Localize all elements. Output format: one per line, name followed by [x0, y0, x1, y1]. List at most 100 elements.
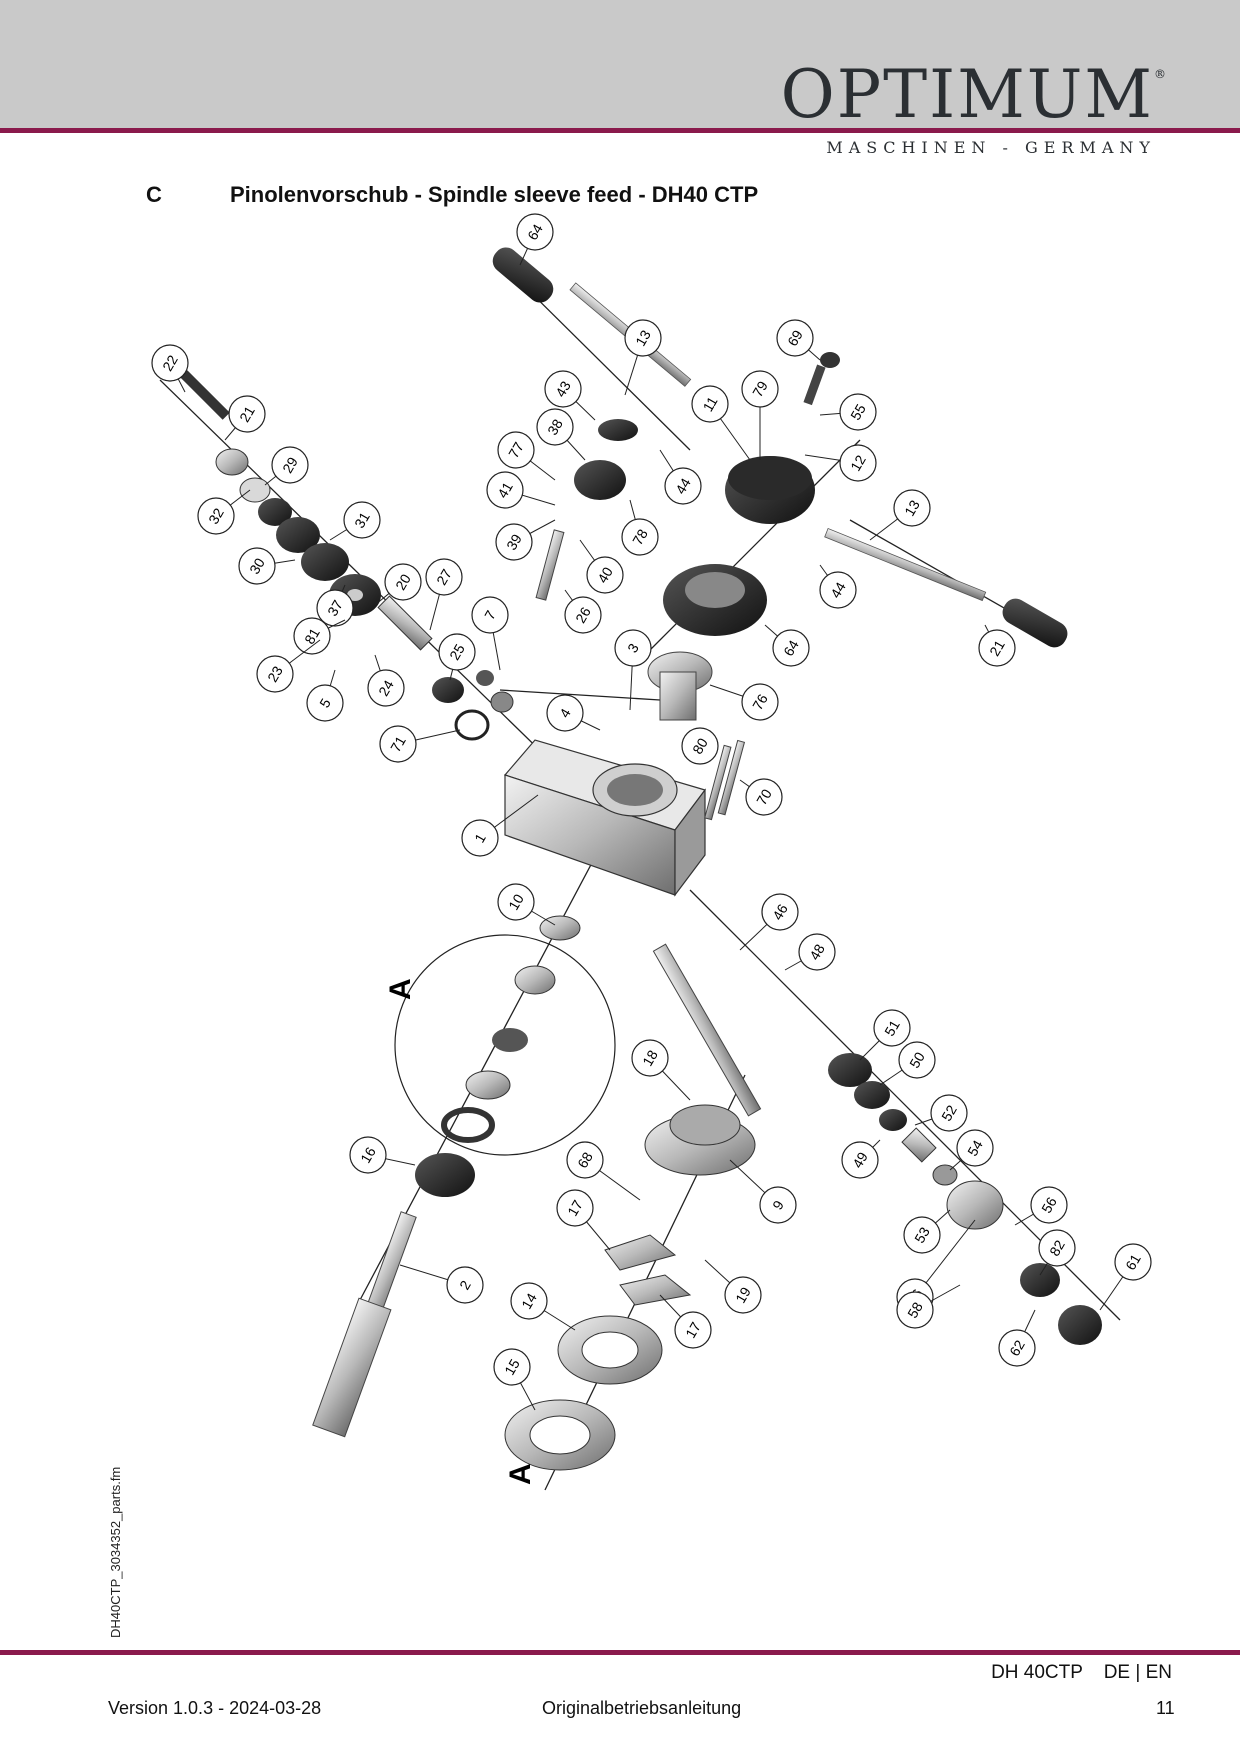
callout-number: 58 [904, 1299, 926, 1321]
callout-circle [761, 893, 799, 931]
callout-number: 20 [392, 571, 414, 593]
header-band [0, 0, 1240, 128]
callout-circle [614, 629, 652, 667]
brand-subline: MASCHINEN - GERMANY [826, 138, 1156, 157]
callout-number: 40 [594, 564, 616, 586]
callout-circle [564, 596, 602, 634]
callout-circle [873, 1009, 911, 1047]
callout-number: 13 [632, 327, 654, 349]
footer-version: Version 1.0.3 - 2024-03-28 [108, 1698, 322, 1718]
callout-number: 31 [351, 509, 373, 531]
callout-circle [841, 1141, 879, 1179]
callout-circle [621, 518, 659, 556]
header-rule [0, 128, 1240, 133]
callout-circle [495, 523, 533, 561]
callout-circle [839, 393, 877, 431]
callout-number: 55 [847, 401, 869, 423]
lever-69 [803, 364, 826, 406]
callout-circle [930, 1094, 968, 1132]
callout-number: 62 [1006, 1337, 1028, 1359]
callout-number: 32 [205, 505, 227, 527]
callout-circle [306, 684, 344, 722]
callout-number: 53 [911, 1224, 933, 1246]
callout-number: 69 [784, 327, 806, 349]
footer-model: DH 40CTP DE | EN [991, 1662, 1172, 1683]
callout-circle [256, 655, 294, 693]
callout-circle [536, 408, 574, 446]
callout-circle [776, 319, 814, 357]
callout-number: 21 [236, 403, 258, 425]
callout-number: 70 [753, 786, 775, 808]
callout-number: 48 [806, 941, 828, 963]
callout-circle [271, 446, 309, 484]
callout-number: 56 [1038, 1194, 1060, 1216]
callout-circle [741, 370, 779, 408]
callout-number: 14 [518, 1290, 540, 1312]
footer-rule [0, 1650, 1240, 1655]
callout-circle [293, 617, 331, 655]
callout-circle [631, 1039, 669, 1077]
callout-number: 78 [629, 526, 651, 548]
callout-circle [798, 933, 836, 971]
callout-circle [741, 683, 779, 721]
callout-circle [724, 1276, 762, 1314]
callout-number: 26 [572, 604, 594, 626]
callout-circle [998, 1329, 1036, 1367]
callout-circle [384, 563, 422, 601]
callout-circle [497, 883, 535, 921]
callout-circle [759, 1186, 797, 1224]
section-title: Pinolenvorschub - Spindle sleeve feed - … [230, 182, 759, 207]
callout-circle [839, 444, 877, 482]
callout-circle [446, 1266, 484, 1304]
callout-number: 17 [564, 1197, 586, 1219]
callout-circle [197, 497, 235, 535]
callout-number: 13 [901, 497, 923, 519]
callout-circle [745, 778, 783, 816]
detail-label: A [384, 978, 417, 1000]
callout-number: 27 [433, 566, 455, 588]
callout-circle [978, 629, 1016, 667]
callout-circle [151, 344, 189, 382]
callout-circle [228, 395, 266, 433]
callout-circle [238, 547, 276, 585]
callout-number: 51 [881, 1017, 903, 1039]
callout-number: 50 [906, 1049, 928, 1071]
callout-circle [681, 727, 719, 765]
callout-circle [1038, 1229, 1076, 1267]
callout-number: 39 [503, 531, 525, 553]
brand-logo: OPTIMUM® [780, 56, 1168, 133]
callout-number: 18 [639, 1047, 661, 1069]
callout-number: 29 [279, 454, 301, 476]
callout-number: 24 [375, 677, 397, 699]
callout-circle [896, 1291, 934, 1329]
callout-number: 10 [505, 891, 527, 913]
gear-train-upper [180, 370, 514, 741]
callout-circle [674, 1311, 712, 1349]
callout-number: 23 [264, 663, 286, 685]
callout-number: 30 [246, 555, 268, 577]
callout-number: 22 [159, 352, 181, 374]
feed-handle-right [824, 528, 1068, 648]
footer-title: Originalbetriebsanleitung [542, 1698, 742, 1718]
callout-circle [691, 385, 729, 423]
section-label: A [504, 1463, 537, 1485]
callout-number: 61 [1122, 1251, 1144, 1273]
callout-circle [664, 467, 702, 505]
callout-circle [624, 319, 662, 357]
callout-number: 17 [682, 1319, 704, 1341]
pinion-shaft [312, 1153, 475, 1438]
callout-circle [586, 556, 624, 594]
callout-number: 52 [938, 1102, 960, 1124]
callout-circle [903, 1216, 941, 1254]
callout-number: 12 [847, 452, 869, 474]
file-reference: DH40CTP_3034352_parts.fm [108, 1466, 123, 1638]
callout-circle [349, 1136, 387, 1174]
callout-circle [510, 1282, 548, 1320]
callout-number: 77 [505, 439, 527, 461]
callout-number: 38 [544, 416, 566, 438]
callout-circle [956, 1129, 994, 1167]
callout-number: 68 [574, 1149, 596, 1171]
callout-circle [379, 725, 417, 763]
